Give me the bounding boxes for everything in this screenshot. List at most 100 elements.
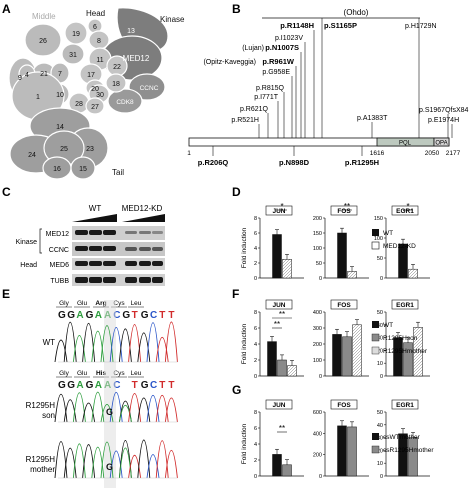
tick-label-f-2-0: 50 (377, 310, 383, 316)
tick-label-g-1-2: 200 (313, 453, 322, 459)
lbl-10: 10 (56, 92, 64, 99)
trace-peak-1-4 (91, 391, 105, 423)
tick-label-g-0-4: 0 (254, 474, 257, 480)
lbl-30: 30 (96, 92, 104, 99)
tick-label-f-1-1: 300 (313, 326, 322, 332)
lbl-28: 28 (75, 101, 83, 108)
mut-r961w: p.R961W (262, 57, 295, 66)
lbl-6: 6 (93, 24, 97, 31)
tick-label-f-2-5: 0 (380, 374, 383, 380)
aa-mut-0: Gly (59, 370, 70, 377)
legend-swatch-wt (372, 229, 379, 236)
tick-label-f-1-3: 100 (313, 358, 322, 364)
panel-label-f: F (232, 287, 239, 301)
module-middle: Middle (32, 12, 56, 21)
tick-label-f-2-4: 10 (377, 361, 383, 367)
band (89, 261, 102, 266)
pos-2177: 2177 (446, 150, 461, 157)
tick-label-d-1-4: 0 (319, 276, 322, 282)
sig-star-d-2: * (406, 202, 409, 211)
blot-ccnc (72, 242, 165, 256)
bar-f-0-1 (277, 359, 287, 377)
tick-label-d-2-0: 150 (374, 216, 383, 222)
tick-label-g-2-4: 10 (377, 461, 383, 467)
gene-box-f-1 (330, 299, 358, 310)
seq-mut-2: A (76, 380, 83, 391)
seq-mut-0: G (58, 380, 66, 391)
tick-label-d-0-2: 4 (254, 246, 257, 252)
tick-label-g-2-2: 30 (377, 436, 383, 442)
trace-peak-2-10 (146, 454, 160, 479)
seq-wt-6: C (113, 310, 120, 321)
row-label-wt: WT (43, 338, 56, 347)
gene-box-d-2 (391, 205, 419, 216)
gradient-wedge-wt (72, 214, 117, 222)
lbl-27: 27 (91, 104, 99, 111)
gene-label-g-0: JUN (272, 402, 285, 409)
band (152, 277, 163, 283)
bar-f-1-1 (342, 336, 352, 377)
tick-label-g-0-0: 8 (254, 410, 257, 416)
ylabel-d: Fold induction (241, 227, 248, 268)
aa-wt-2: Arg (95, 300, 106, 307)
band (103, 246, 116, 251)
trace-peak-2-4 (91, 446, 105, 479)
tick-label-d-2-1: 100 (374, 236, 383, 242)
trace-peak-1-11 (155, 395, 169, 423)
lbl-16: 16 (53, 166, 61, 173)
sig-star-d-1: ** (344, 202, 350, 211)
tick-label-f-0-3: 2 (254, 358, 257, 364)
trace-peak-2-12 (164, 450, 178, 479)
bar-f-0-2 (287, 365, 297, 377)
sub-15 (70, 156, 96, 180)
lbl-21: 21 (40, 71, 48, 78)
lbl-31: 31 (69, 52, 77, 59)
mut-r815q: p.R815Q (256, 85, 285, 92)
trace-peak-1-3 (82, 402, 96, 423)
band (152, 247, 163, 251)
opa-domain (433, 137, 450, 147)
band (125, 231, 137, 234)
lbl-med12: MED12 (123, 54, 150, 63)
mut-s1967qfsx84: p.S1967QfsX84 (419, 107, 469, 114)
lbl-23: 23 (86, 146, 94, 153)
tick-label-g-1-3: 0 (319, 474, 322, 480)
bar-charts: 86420JUN200150100500FOS150100500EGR1Fold… (241, 202, 430, 480)
tick-label-g-1-1: 400 (313, 431, 322, 437)
band (152, 261, 163, 266)
gene-label-f-1: FOS (337, 302, 351, 309)
bar-d-0-0 (272, 234, 282, 279)
seq-mut-6: C (113, 380, 120, 391)
row-label-son-2: son (42, 411, 55, 420)
legend-d-wt: WT (383, 230, 393, 237)
lbl-17: 17 (87, 72, 95, 79)
tick-label-f-0-2: 4 (254, 342, 257, 348)
lbl-cdk8: CDK8 (116, 99, 134, 106)
panel-label-e: E (2, 287, 10, 301)
sub-18 (105, 73, 127, 93)
tick-label-d-2-2: 50 (377, 256, 383, 262)
gene-box-g-2 (391, 399, 419, 410)
lbl-7: 7 (58, 71, 62, 78)
band (139, 231, 151, 234)
lbl-13: 13 (127, 28, 135, 35)
legend-f-mother: R1295Hmother (383, 348, 428, 355)
mut-r1295h: p.R1295H (345, 158, 379, 167)
gene-box-g-1 (330, 399, 358, 410)
mut-r1148h: p.R1148H (280, 21, 314, 30)
trace-peak-0-0 (54, 339, 68, 363)
panel-label-d: D (232, 185, 241, 199)
trace-peak-0-11 (155, 337, 169, 363)
trace-peak-0-4 (91, 330, 105, 363)
legend-g-wt: csWTmother (383, 434, 421, 441)
sig-star-f-0: ** (279, 310, 285, 319)
trace-peak-0-9 (137, 332, 151, 363)
cond-wt: WT (89, 204, 102, 213)
trace-peak-2-3 (82, 444, 96, 479)
panel-label-b: B (232, 2, 241, 16)
band (125, 277, 137, 283)
band (139, 261, 151, 266)
lbl-26: 26 (39, 38, 47, 45)
lbl-14: 14 (56, 124, 64, 131)
